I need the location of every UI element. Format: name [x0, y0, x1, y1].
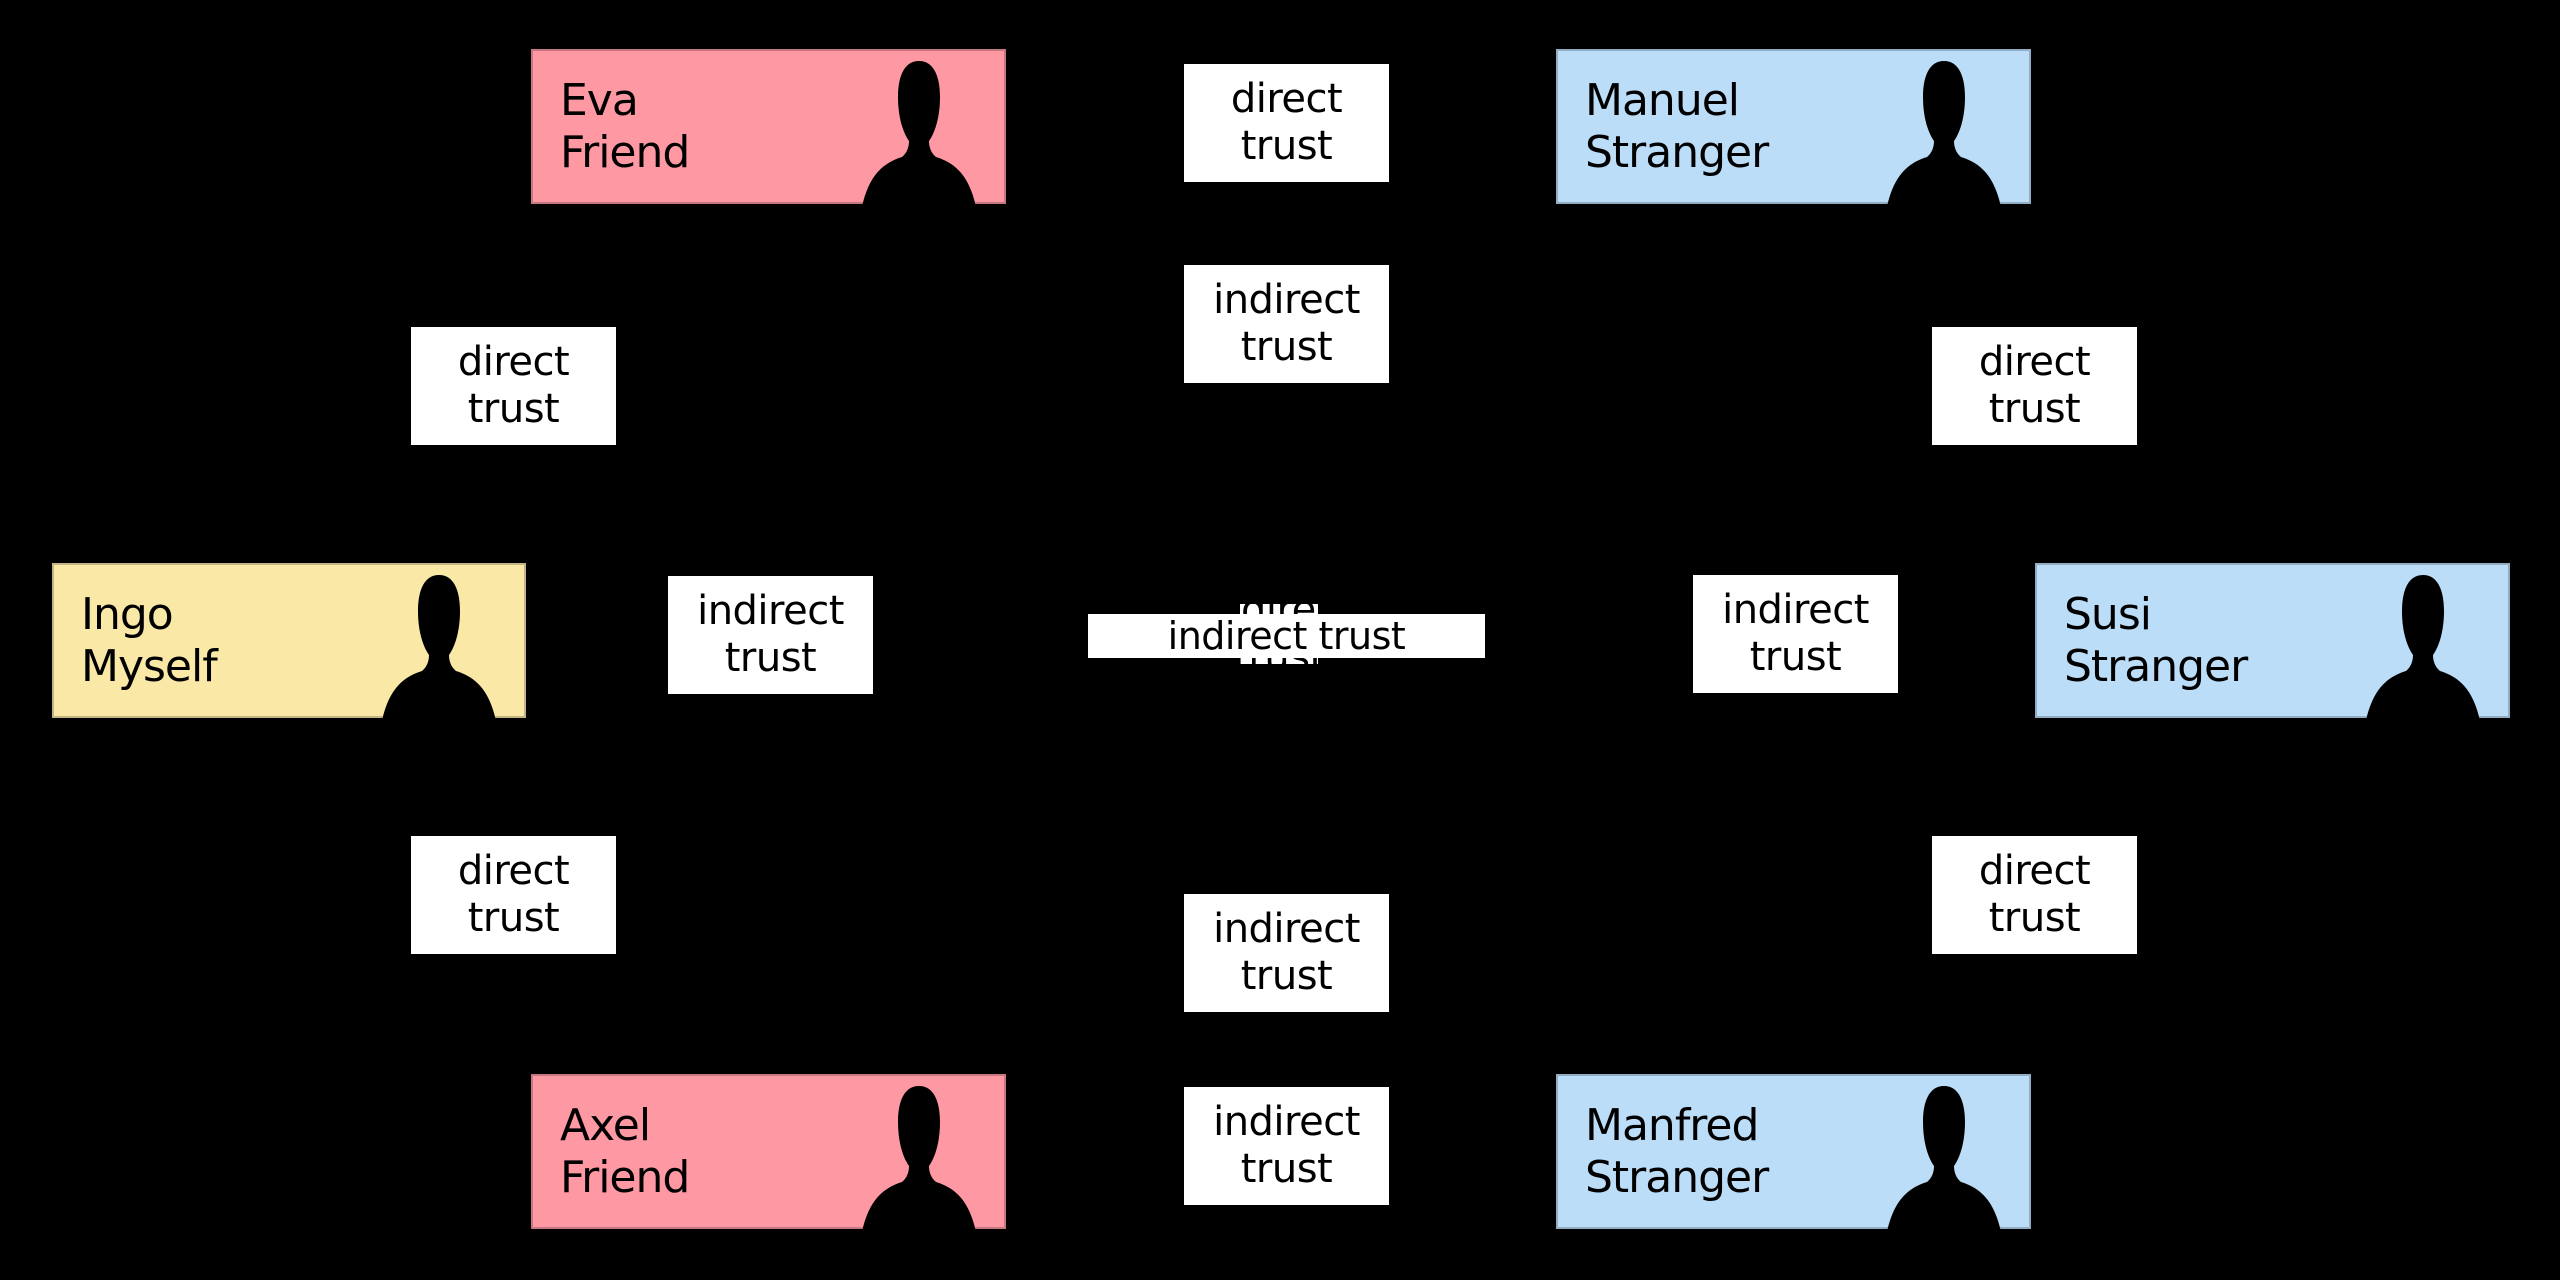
person-node-manfred: Manfred Stranger: [1556, 1074, 2031, 1260]
indirect-trust-label-center-wide: indirect trust: [1088, 614, 1485, 658]
person-node-manuel: Manuel Stranger: [1556, 49, 2031, 235]
person-name: Eva: [560, 75, 639, 126]
trust-label-line: trust: [467, 386, 560, 432]
trust-label-line: indirect: [1213, 1099, 1360, 1145]
person-node-text: Manuel Stranger: [1585, 75, 1769, 179]
person-node-axel: Axel Friend: [531, 1074, 1006, 1260]
trust-label-line: direct: [1978, 339, 2091, 385]
person-silhouette-icon: [1883, 61, 2005, 235]
indirect-trust-label-lower-center-upper: indirect trust: [1184, 894, 1389, 1012]
person-role: Myself: [81, 641, 218, 692]
indirect-trust-label-middle-left: indirect trust: [668, 576, 873, 694]
trust-label-line: indirect: [697, 588, 844, 634]
direct-trust-label-lower-left: direct trust: [411, 836, 616, 954]
person-node-ingo: Ingo Myself: [52, 563, 526, 749]
person-silhouette-icon: [858, 1086, 980, 1260]
person-node-text: Ingo Myself: [81, 589, 218, 693]
person-node-text: Eva Friend: [560, 75, 690, 179]
direct-trust-label-upper-right: direct trust: [1932, 327, 2137, 445]
trust-label-line: trust: [1988, 895, 2081, 941]
person-node-text: Manfred Stranger: [1585, 1100, 1769, 1204]
direct-trust-label-lower-right: direct trust: [1932, 836, 2137, 954]
trust-label-line: indirect trust: [1167, 614, 1406, 658]
person-name: Susi: [2064, 589, 2152, 640]
trust-label-line: trust: [1749, 634, 1842, 680]
person-node-eva: Eva Friend: [531, 49, 1006, 235]
person-role: Stranger: [1585, 127, 1769, 178]
indirect-trust-label-lower-center-lower: indirect trust: [1184, 1087, 1389, 1205]
trust-label-line: trust: [467, 895, 560, 941]
trust-label-line: trust: [1240, 324, 1333, 370]
trust-label-line: direct: [1230, 76, 1343, 122]
indirect-trust-label-upper-center: indirect trust: [1184, 265, 1389, 383]
person-name: Axel: [560, 1100, 651, 1151]
person-role: Stranger: [1585, 1152, 1769, 1203]
person-role: Friend: [560, 1152, 690, 1203]
person-node-text: Axel Friend: [560, 1100, 690, 1204]
person-silhouette-icon: [2362, 575, 2484, 749]
trust-label-line: trust: [724, 635, 817, 681]
indirect-trust-label-middle-right: indirect trust: [1693, 575, 1898, 693]
trust-label-line: trust: [1240, 1146, 1333, 1192]
trust-label-line: trust: [1240, 123, 1333, 169]
person-role: Friend: [560, 127, 690, 178]
person-name: Manuel: [1585, 75, 1740, 126]
trust-label-line: trust: [1988, 386, 2081, 432]
person-node-susi: Susi Stranger: [2035, 563, 2510, 749]
trust-label-line: indirect: [1722, 587, 1869, 633]
person-silhouette-icon: [1883, 1086, 2005, 1260]
trust-label-line: indirect: [1213, 906, 1360, 952]
person-silhouette-icon: [378, 575, 500, 749]
person-silhouette-icon: [858, 61, 980, 235]
trust-label-line: direct: [457, 339, 570, 385]
person-role: Stranger: [2064, 641, 2248, 692]
trust-label-line: direct: [1978, 848, 2091, 894]
person-name: Ingo: [81, 589, 174, 640]
trust-label-line: indirect: [1213, 277, 1360, 323]
person-node-text: Susi Stranger: [2064, 589, 2248, 693]
trust-label-line: direct: [457, 848, 570, 894]
direct-trust-label-top-center: direct trust: [1184, 64, 1389, 182]
direct-trust-label-upper-left: direct trust: [411, 327, 616, 445]
trust-label-line: trust: [1240, 953, 1333, 999]
person-name: Manfred: [1585, 1100, 1759, 1151]
